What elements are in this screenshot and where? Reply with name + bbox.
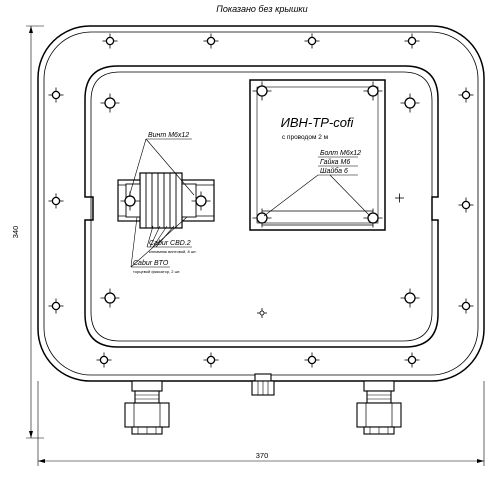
hole-icon — [48, 87, 64, 103]
bto-label: Cabur BTO — [133, 260, 169, 267]
washer-label: Шайба 6 — [320, 167, 348, 175]
cable-gland-right — [356, 380, 402, 435]
bolt-label: Болт М6х12 — [320, 150, 361, 157]
bto-note: торцевой фиксатор, 2 шт. — [133, 269, 180, 274]
inner-cavity — [84, 65, 439, 348]
terminal-callouts — [130, 216, 192, 268]
screw-label: Винт М6х12 — [148, 132, 189, 139]
boss-icon — [400, 93, 420, 113]
cable-gland-left — [124, 380, 170, 435]
hole-icon — [458, 87, 474, 103]
hole-icon — [404, 352, 420, 368]
width-dimension-value: 370 — [256, 451, 269, 460]
screw-icon — [363, 81, 383, 101]
device-screws — [252, 81, 383, 228]
boss-icon — [100, 93, 120, 113]
hole-icon — [304, 352, 320, 368]
drawing-title: Показано без крышки — [216, 4, 307, 14]
bolt-callout — [263, 156, 371, 217]
hole-icon — [458, 298, 474, 314]
width-dimension — [37, 381, 485, 466]
height-dimension-value: 340 — [11, 226, 20, 239]
hole-icon — [304, 33, 320, 49]
hole-icon — [203, 33, 219, 49]
hole-icon — [458, 197, 474, 213]
device-cross-lines — [262, 210, 373, 226]
cbd-label: Cabur CBD.2 — [149, 240, 191, 247]
height-dimension — [26, 25, 44, 439]
hole-icon — [102, 33, 118, 49]
device-wire-note: с проводом 2 м — [282, 134, 329, 141]
flange-holes — [48, 33, 474, 368]
hole-icon — [203, 352, 219, 368]
screw-callout — [128, 138, 195, 198]
screw-icon — [252, 81, 272, 101]
device-name: ИВН-ТР-cofi — [281, 115, 355, 130]
cable-gland-centre — [251, 373, 275, 396]
cbd-note: клеммник винтовой, 8 шт. — [149, 249, 197, 254]
hole-icon — [96, 352, 112, 368]
boss-icon — [400, 288, 420, 308]
hole-icon — [48, 193, 64, 209]
hole-icon — [404, 33, 420, 49]
hole-icon — [48, 298, 64, 314]
device-module — [249, 79, 386, 231]
nut-label: Гайка М6 — [320, 158, 350, 166]
centre-marks — [257, 193, 404, 318]
boss-icon — [100, 288, 120, 308]
